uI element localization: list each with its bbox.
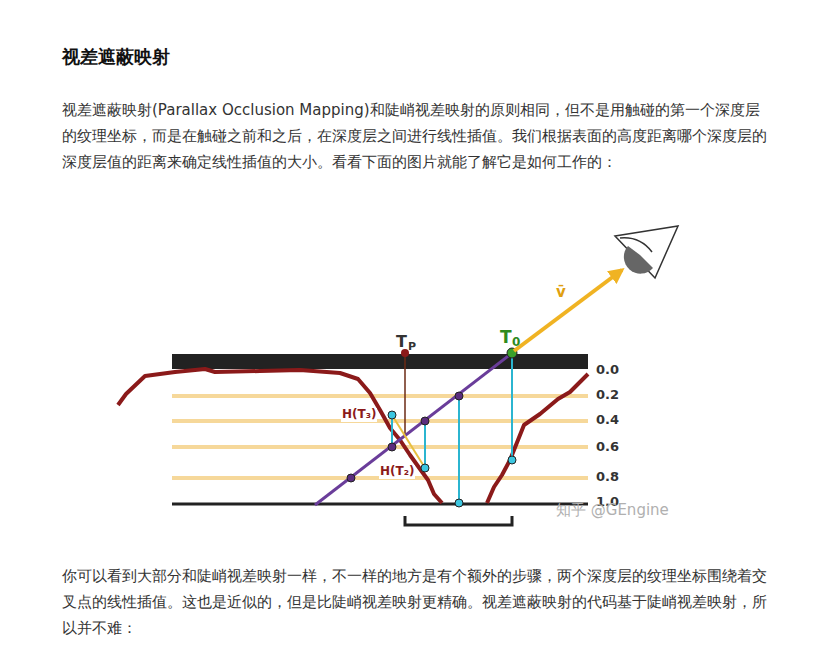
view-vector [514,270,622,351]
depth-value: 0.2 [596,388,619,403]
tp-line [404,353,406,437]
view-ray [315,353,512,505]
height-label: H(T₃) [341,408,377,422]
point-subscript: P [408,341,416,354]
point-label: T [500,328,512,348]
layer-dots [347,392,463,482]
depth-samples [392,353,512,503]
point-subscript: 0 [512,336,520,350]
depth-value: 0.4 [596,413,619,428]
depth-value: 0.8 [596,470,619,485]
watermark: 知乎 @GEngine [556,502,669,519]
body-paragraph: 你可以看到大部分和陡峭视差映射一样，不一样的地方是有个额外的步骤，两个深度层的纹… [62,563,767,641]
section-heading: 视差遮蔽映射 [62,47,170,68]
point-label: T [396,333,407,351]
surface-dots [388,411,516,507]
bottom-line [172,503,588,506]
height-curve [118,369,588,503]
eye-icon [615,226,678,278]
bracket [405,516,512,525]
vector-label: v̄ [556,284,566,301]
top-surface [172,354,588,369]
height-label: H(T₂) [379,465,415,479]
depth-value: 0.6 [596,440,619,455]
interp-line [392,415,425,468]
body-paragraph: 视差遮蔽映射(Parallax Occlusion Mapping)和陡峭视差映… [62,97,767,175]
depth-value: 0.0 [596,363,619,378]
